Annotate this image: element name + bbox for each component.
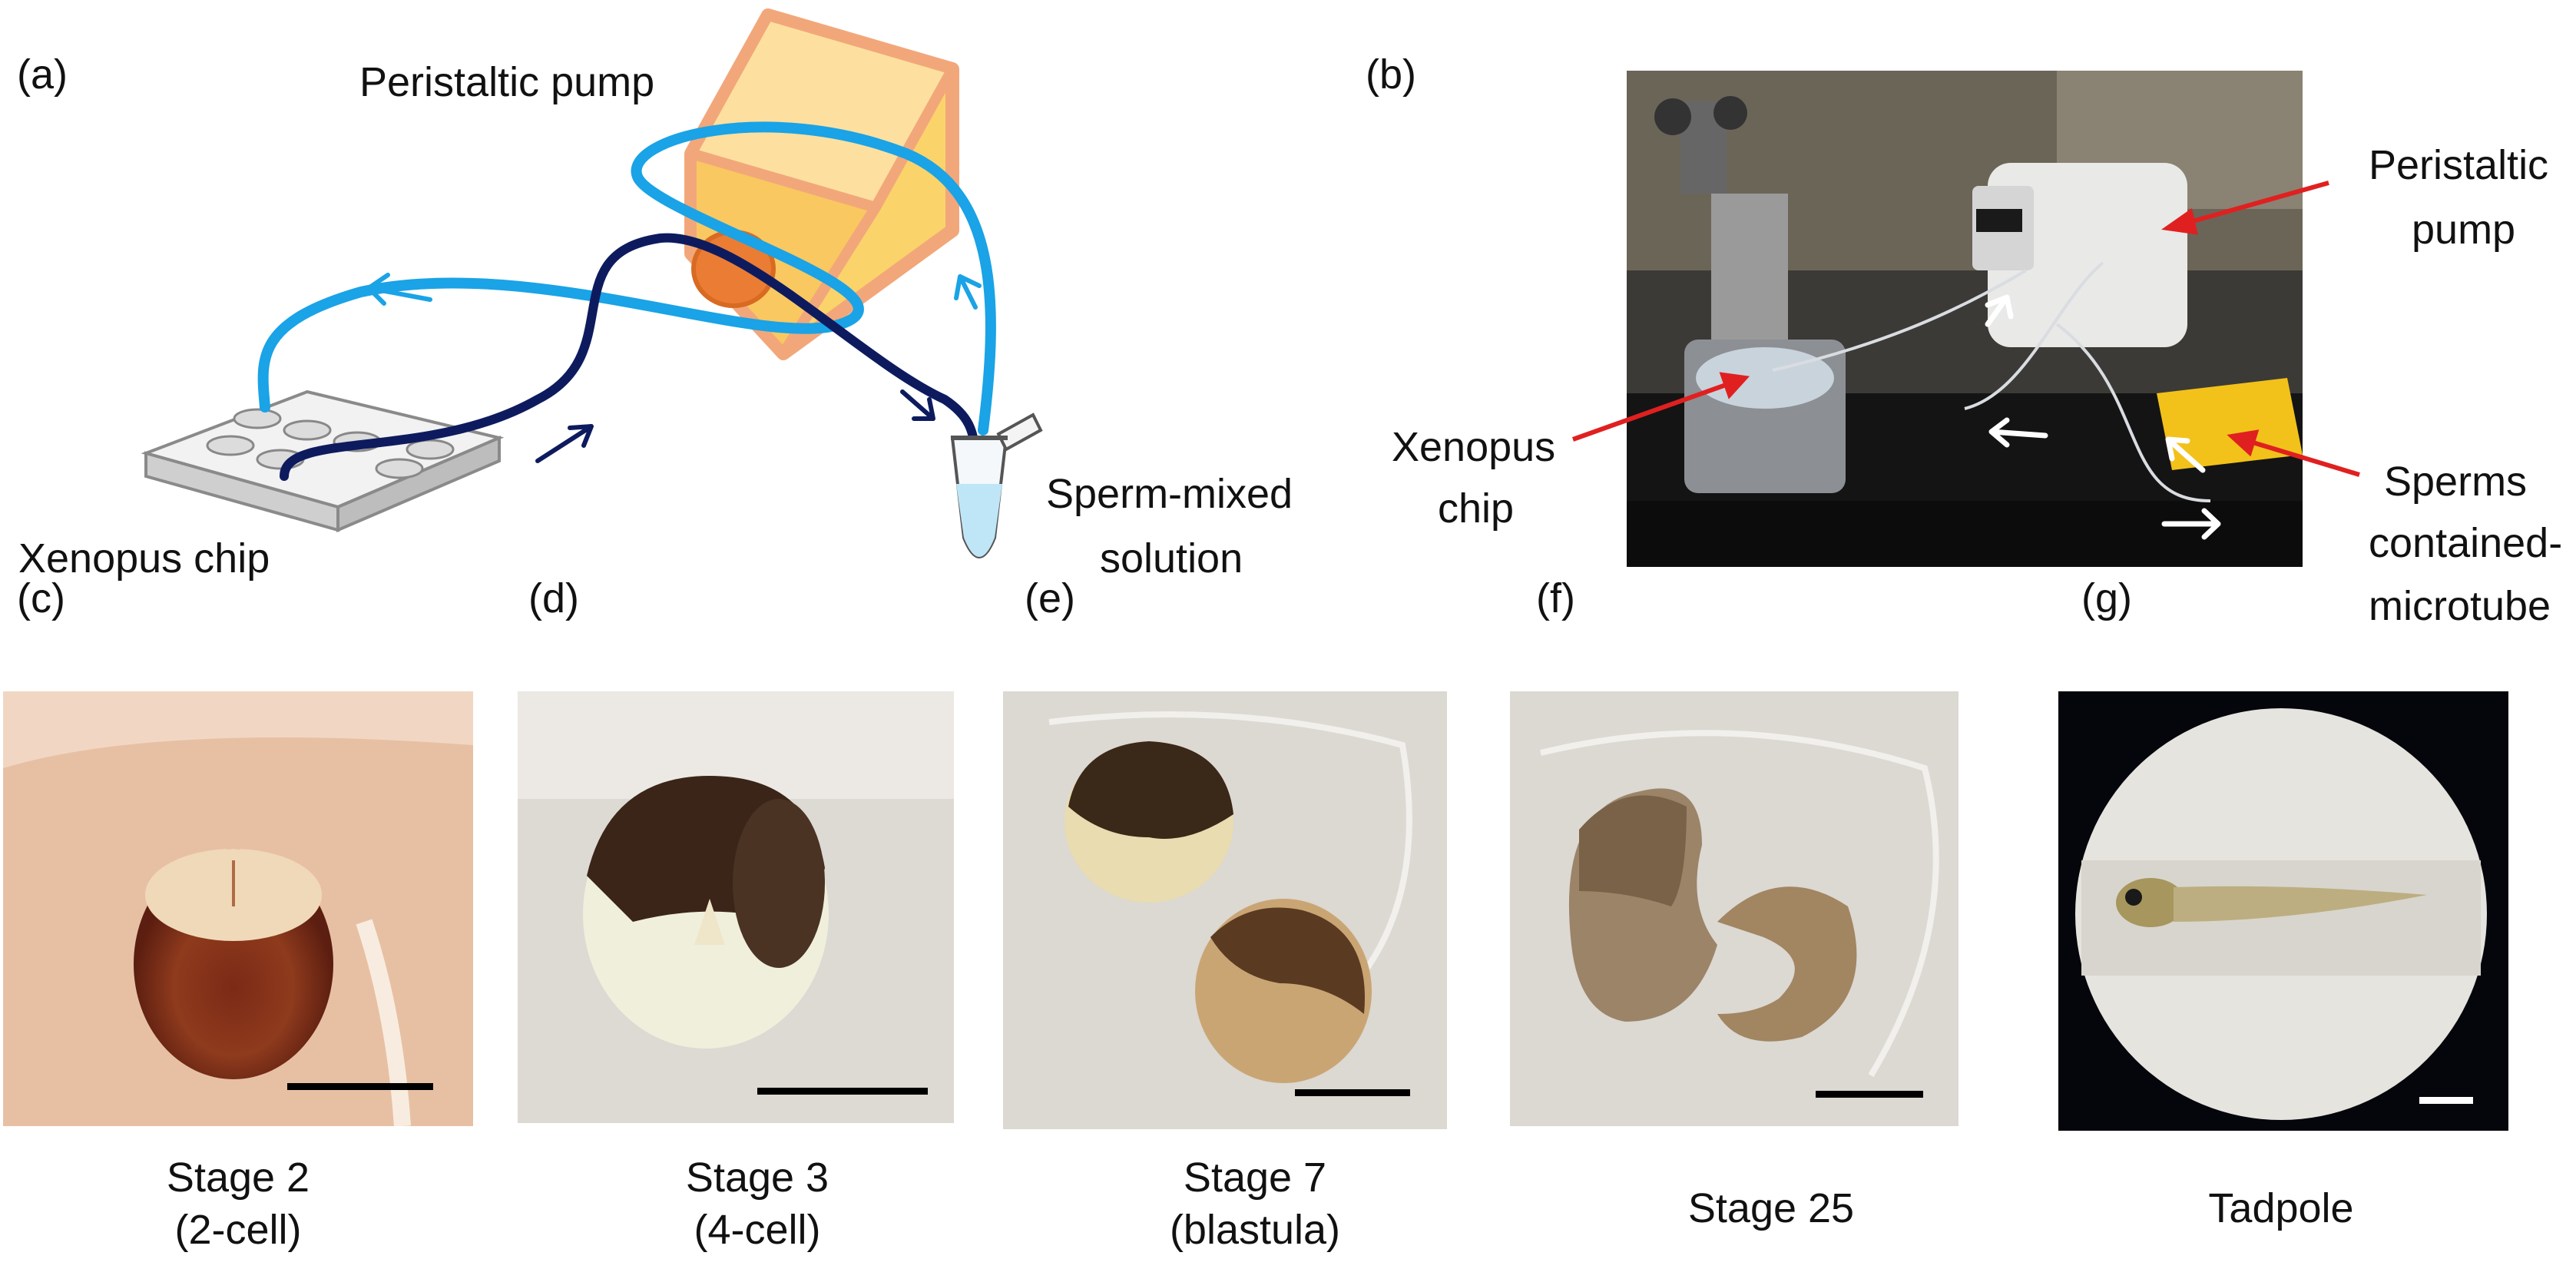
panel-f-letter: (f) xyxy=(1536,575,1575,621)
caption-d-line2: (4-cell) xyxy=(694,1206,821,1253)
caption-c: Stage 2 (2-cell) xyxy=(123,1152,353,1256)
label-b-microtube: microtube xyxy=(2369,583,2551,629)
scale-bar-e xyxy=(1295,1089,1410,1096)
label-b-xenopus: Xenopus xyxy=(1392,424,1556,470)
panel-f-photo xyxy=(1510,691,1958,1126)
microtube-drawing xyxy=(950,413,1043,558)
label-solution: solution xyxy=(1100,535,1243,581)
label-b-contained: contained- xyxy=(2369,520,2563,566)
scale-bar-g xyxy=(2419,1097,2473,1104)
panel-b-letter: (b) xyxy=(1366,51,1416,98)
caption-e-line2: (blastula) xyxy=(1169,1206,1341,1253)
panel-g-photo xyxy=(2058,691,2508,1131)
caption-e: Stage 7 (blastula) xyxy=(1132,1152,1378,1256)
panel-g-letter: (g) xyxy=(2081,575,2132,621)
panel-a-letter: (a) xyxy=(17,51,68,98)
caption-g-line1: Tadpole xyxy=(2208,1185,2354,1231)
panel-d-letter: (d) xyxy=(528,575,579,621)
label-xenopus-chip: Xenopus chip xyxy=(18,535,270,581)
label-b-sperms: Sperms xyxy=(2384,459,2528,505)
caption-f: Stage 25 xyxy=(1648,1183,1894,1235)
panel-e-photo xyxy=(1003,691,1447,1129)
caption-c-line1: Stage 2 xyxy=(166,1155,310,1201)
label-sperm-mixed: Sperm-mixed xyxy=(1046,471,1293,517)
label-peristaltic-pump: Peristaltic pump xyxy=(359,59,655,105)
panel-c-letter: (c) xyxy=(17,575,65,621)
panel-d-photo xyxy=(518,691,954,1123)
scale-bar-c xyxy=(287,1083,433,1090)
return-tube xyxy=(257,121,996,436)
label-b-chip: chip xyxy=(1438,485,1515,532)
intake-tube xyxy=(280,233,980,481)
panel-c-photo xyxy=(3,691,473,1126)
caption-d: Stage 3 (4-cell) xyxy=(642,1152,872,1256)
caption-d-line1: Stage 3 xyxy=(685,1155,829,1201)
caption-e-line1: Stage 7 xyxy=(1183,1155,1327,1201)
panel-a-schematic xyxy=(141,8,1043,558)
caption-g: Tadpole xyxy=(2158,1183,2404,1235)
scale-bar-d xyxy=(757,1088,928,1095)
label-b-pump: pump xyxy=(2412,207,2516,253)
caption-c-line2: (2-cell) xyxy=(174,1206,302,1253)
label-b-peristaltic: Peristaltic xyxy=(2369,142,2549,188)
panel-b-photo xyxy=(1627,71,2303,567)
panel-e-letter: (e) xyxy=(1025,575,1075,621)
caption-f-line1: Stage 25 xyxy=(1687,1185,1855,1231)
scale-bar-f xyxy=(1816,1091,1923,1098)
